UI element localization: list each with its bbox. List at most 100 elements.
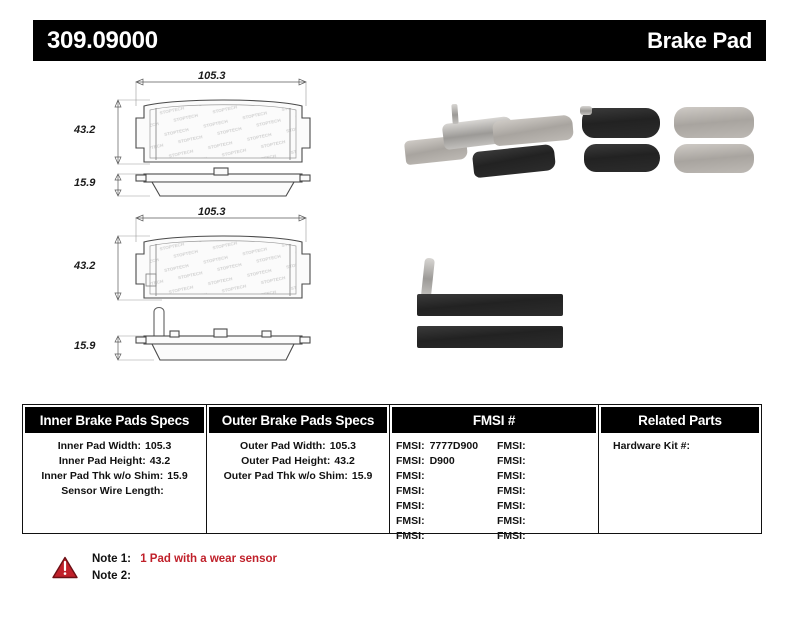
spec-value: 105.3 xyxy=(329,440,356,452)
fmsi-label: FMSI: xyxy=(497,500,526,512)
fmsi-value xyxy=(526,514,531,529)
fmsi-label: FMSI: xyxy=(497,530,526,542)
spec-label: Outer Pad Width: xyxy=(240,440,326,452)
spec-value xyxy=(164,484,168,499)
fmsi-row: FMSI: xyxy=(497,529,598,544)
spec-label: Inner Pad Height: xyxy=(58,455,146,467)
pad-photo-item xyxy=(674,107,754,138)
column-header-inner-specs: Inner Brake Pads Specs xyxy=(25,407,204,433)
spec-label: Inner Pad Thk w/o Shim: xyxy=(41,470,164,482)
specifications-table: Inner Brake Pads Specs Inner Pad Width: … xyxy=(22,404,762,542)
column-fmsi: FMSI # FMSI: 7777D900 FMSI: D900 FMSI: xyxy=(389,405,598,542)
fmsi-label: FMSI: xyxy=(396,485,425,497)
fmsi-label: FMSI: xyxy=(396,455,425,467)
fmsi-value xyxy=(526,439,531,454)
fmsi-row: FMSI: xyxy=(396,499,497,514)
fmsi-label: FMSI: xyxy=(497,470,526,482)
note-2-label: Note 2: xyxy=(92,570,131,582)
spec-value: 15.9 xyxy=(167,470,188,482)
spec-value: 15.9 xyxy=(351,470,373,482)
bottom-pad-drawing: STOPTECH STOPTECH xyxy=(74,206,370,373)
spec-row: Outer Pad Thk w/o Shim: 15.9 xyxy=(207,469,389,484)
note-2-text xyxy=(131,570,137,582)
spec-row: Outer Pad Height: 43.2 xyxy=(207,454,389,469)
column-header-fmsi: FMSI # xyxy=(392,407,596,433)
fmsi-value xyxy=(425,499,430,514)
pad-photo-item xyxy=(582,108,660,138)
fmsi-value xyxy=(425,469,430,484)
fmsi-row: FMSI: 7777D900 xyxy=(396,439,497,454)
fmsi-value xyxy=(526,469,531,484)
product-photo-flatlay xyxy=(578,102,758,178)
fmsi-row: FMSI: xyxy=(497,499,598,514)
spec-row: Outer Pad Width: 105.3 xyxy=(207,439,389,454)
bottom-thickness-dimension: 15.9 xyxy=(74,340,96,352)
wear-sensor-clip xyxy=(451,103,459,125)
top-thickness-dimension: 15.9 xyxy=(74,177,96,189)
fmsi-value xyxy=(425,514,430,529)
fmsi-row: FMSI: xyxy=(497,439,598,454)
spec-label: Inner Pad Width: xyxy=(57,440,142,452)
warning-triangle-icon xyxy=(52,556,78,579)
product-photo-edge-view xyxy=(405,257,585,358)
fmsi-value xyxy=(526,529,531,544)
spec-row: Inner Pad Width: 105.3 xyxy=(23,439,206,454)
product-type-title: Brake Pad xyxy=(647,27,752,53)
pad-photo-item xyxy=(417,326,563,348)
fmsi-label: FMSI: xyxy=(497,515,526,527)
fmsi-value xyxy=(526,484,531,499)
column-outer-specs: Outer Brake Pads Specs Outer Pad Width: … xyxy=(206,405,389,533)
fmsi-row: FMSI: xyxy=(497,484,598,499)
fmsi-label: FMSI: xyxy=(396,515,425,527)
fmsi-value xyxy=(526,454,531,469)
fmsi-row: FMSI: xyxy=(497,454,598,469)
fmsi-value xyxy=(425,484,430,499)
spec-value: 43.2 xyxy=(334,455,355,467)
part-number: 309.09000 xyxy=(47,26,158,54)
top-width-dimension: 105.3 xyxy=(198,70,226,82)
fmsi-label: FMSI: xyxy=(396,530,425,542)
spec-label: Outer Pad Thk w/o Shim: xyxy=(223,470,348,482)
fmsi-row: FMSI: xyxy=(396,484,497,499)
fmsi-row: FMSI: xyxy=(497,514,598,529)
pad-photo-item xyxy=(471,143,557,179)
product-photo-angled xyxy=(403,100,574,180)
fmsi-label: FMSI: xyxy=(396,500,425,512)
spec-value: 105.3 xyxy=(145,440,172,452)
related-parts-row: Hardware Kit #: xyxy=(613,439,761,454)
column-inner-specs: Inner Brake Pads Specs Inner Pad Width: … xyxy=(23,405,206,533)
fmsi-label: FMSI: xyxy=(497,485,526,497)
fmsi-row: FMSI: xyxy=(396,514,497,529)
spec-row: Inner Pad Height: 43.2 xyxy=(23,454,206,469)
pad-photo-item xyxy=(417,294,563,316)
bottom-height-dimension: 43.2 xyxy=(74,260,96,272)
spec-value: 43.2 xyxy=(149,455,171,467)
fmsi-value: 7777D900 xyxy=(429,440,479,452)
bottom-width-dimension: 105.3 xyxy=(198,206,226,218)
pad-photo-item xyxy=(674,144,754,173)
wear-sensor-wire xyxy=(153,306,165,336)
fmsi-row: FMSI: D900 xyxy=(396,454,497,469)
spec-label: Outer Pad Height: xyxy=(241,455,331,467)
fmsi-row: FMSI: xyxy=(396,469,497,484)
wear-sensor-clip xyxy=(580,106,592,115)
fmsi-label: FMSI: xyxy=(396,440,425,452)
fmsi-label: FMSI: xyxy=(396,470,425,482)
spec-row: Sensor Wire Length: xyxy=(23,484,206,499)
top-pad-drawing: STOPTECH STOPTECH xyxy=(74,70,370,202)
fmsi-subcolumn-right: FMSI: FMSI: FMSI: FMSI: xyxy=(497,439,598,544)
fmsi-subcolumn-left: FMSI: 7777D900 FMSI: D900 FMSI: FMSI: xyxy=(396,439,497,544)
notes-section: Note 1: 1 Pad with a wear sensor Note 2: xyxy=(50,551,450,585)
fmsi-label: FMSI: xyxy=(497,455,526,467)
wear-sensor-clip xyxy=(421,257,435,297)
column-related-parts: Related Parts Hardware Kit #: xyxy=(598,405,761,533)
top-height-dimension: 43.2 xyxy=(74,124,96,136)
fmsi-row: FMSI: xyxy=(396,529,497,544)
fmsi-label: FMSI: xyxy=(497,440,526,452)
note-row-2: Note 2: xyxy=(92,568,450,585)
fmsi-value: D900 xyxy=(429,455,455,467)
pad-photo-item xyxy=(584,144,660,172)
spec-label: Sensor Wire Length: xyxy=(61,485,164,497)
header-bar: 309.09000 Brake Pad xyxy=(33,20,766,61)
